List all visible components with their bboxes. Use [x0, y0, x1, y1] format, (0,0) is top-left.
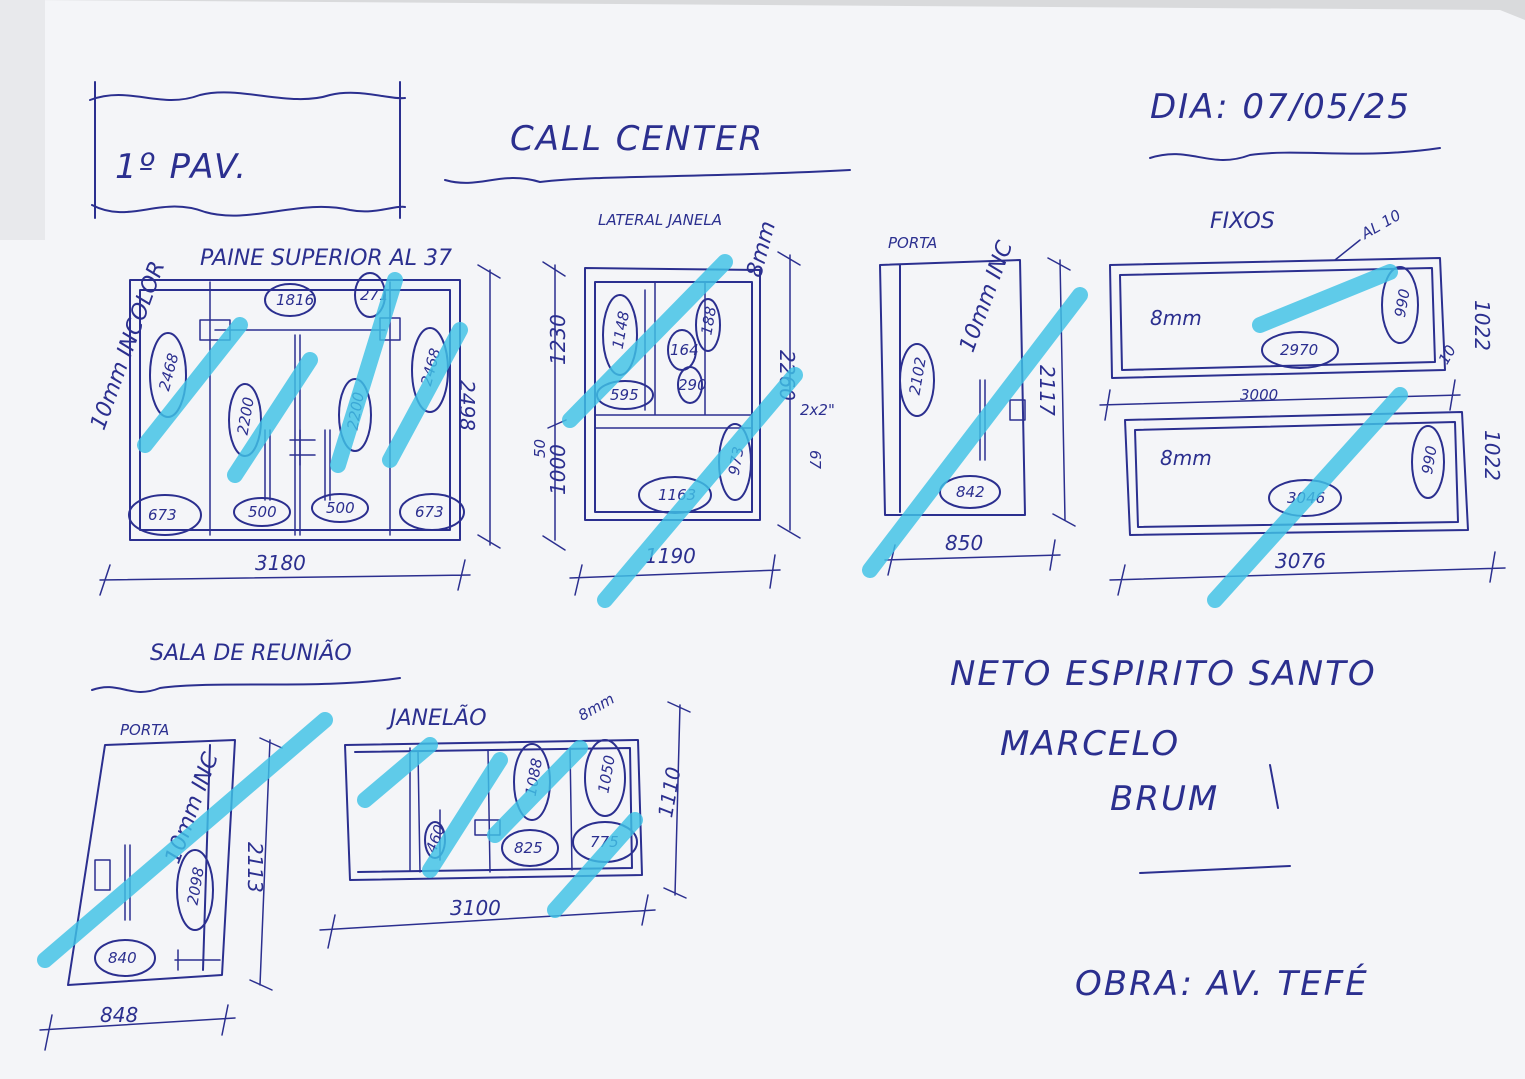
svg-text:3076: 3076	[1275, 549, 1326, 573]
svg-text:500: 500	[326, 499, 355, 517]
svg-text:673: 673	[148, 506, 177, 524]
signature-block: NETO ESPIRITO SANTO MARCELO BRUM OBRA: A…	[950, 654, 1377, 1004]
svg-text:1000: 1000	[546, 444, 570, 495]
svg-text:2498: 2498	[455, 380, 479, 431]
svg-text:3180: 3180	[255, 551, 306, 575]
svg-text:3000: 3000	[1240, 386, 1278, 404]
svg-text:FIXOS: FIXOS	[1210, 209, 1275, 234]
svg-text:500: 500	[248, 503, 277, 521]
svg-text:LATERAL JANELA: LATERAL JANELA	[598, 211, 722, 229]
svg-text:848: 848	[100, 1003, 138, 1027]
section-title-call-center: CALL CENTER	[510, 119, 764, 159]
highlighter-marks	[37, 254, 1408, 968]
stamp-text: 1º PAV.	[115, 147, 248, 187]
svg-text:1816: 1816	[276, 291, 314, 309]
svg-text:BRUM: BRUM	[1110, 779, 1219, 819]
svg-text:164: 164	[670, 341, 699, 359]
svg-text:8mm: 8mm	[1160, 446, 1212, 470]
svg-text:OBRA: AV. TEFÉ: OBRA: AV. TEFÉ	[1075, 963, 1369, 1004]
svg-text:PORTA: PORTA	[888, 234, 937, 252]
svg-text:825: 825	[514, 839, 543, 857]
header-stamp-box: 1º PAV.	[89, 81, 406, 219]
svg-text:842: 842	[956, 483, 985, 501]
svg-text:NETO ESPIRITO SANTO: NETO ESPIRITO SANTO	[950, 654, 1377, 694]
svg-text:990: 990	[1391, 287, 1414, 318]
svg-text:290: 290	[678, 376, 707, 394]
svg-text:PORTA: PORTA	[120, 721, 169, 739]
title-underline	[444, 169, 851, 184]
svg-text:2970: 2970	[1280, 341, 1318, 359]
svg-text:2117: 2117	[1035, 365, 1059, 416]
date-text: DIA: 07/05/25	[1150, 87, 1411, 127]
svg-text:50: 50	[531, 439, 549, 458]
svg-text:67: 67	[806, 450, 824, 470]
date-underline	[1149, 147, 1441, 161]
svg-text:990: 990	[1418, 444, 1441, 475]
svg-text:2x2": 2x2"	[800, 401, 835, 419]
svg-text:3100: 3100	[450, 896, 501, 920]
svg-text:MARCELO: MARCELO	[1000, 724, 1180, 764]
svg-text:1230: 1230	[546, 314, 570, 365]
svg-text:673: 673	[415, 503, 444, 521]
panel-superior-title: PAINE SUPERIOR AL 37	[200, 246, 452, 271]
svg-text:1022: 1022	[1470, 300, 1494, 351]
second-sheet-edge	[0, 0, 45, 240]
svg-text:SALA DE REUNIÃO: SALA DE REUNIÃO	[150, 639, 352, 666]
svg-text:8mm: 8mm	[1150, 306, 1202, 330]
svg-text:595: 595	[610, 386, 639, 404]
svg-text:JANELÃO: JANELÃO	[386, 704, 487, 731]
svg-text:840: 840	[108, 949, 137, 967]
svg-text:1022: 1022	[1480, 430, 1504, 481]
svg-text:2113: 2113	[243, 842, 267, 893]
svg-text:188: 188	[697, 305, 720, 336]
svg-text:850: 850	[945, 531, 983, 555]
